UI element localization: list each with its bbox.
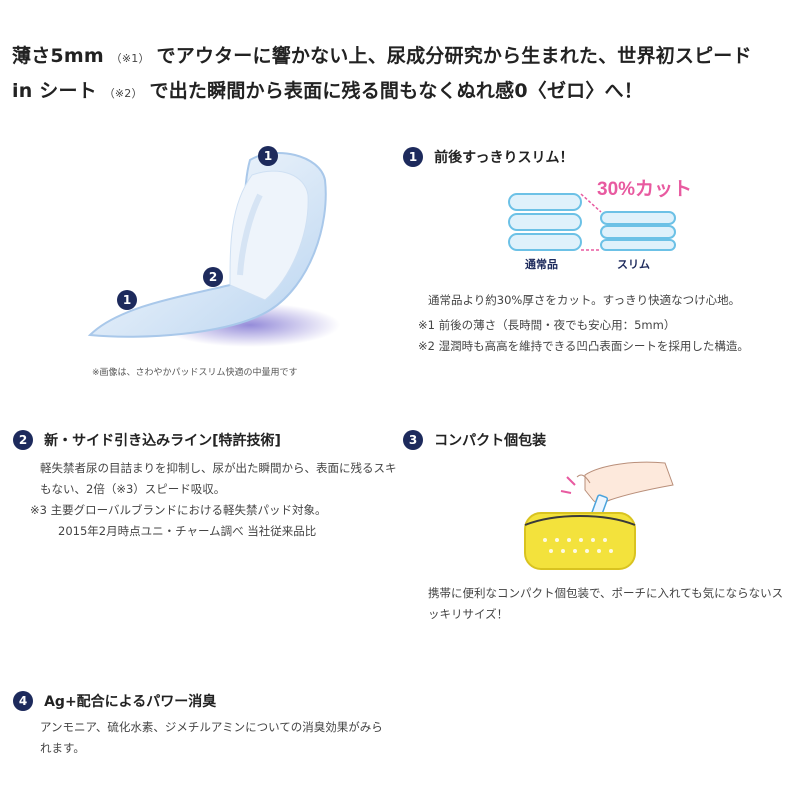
slim-label: スリム [617,258,650,271]
headline: 薄さ5mm （※1） でアウターに響かない上、尿成分研究から生まれた、世界初スピ… [12,40,792,110]
marker-1-top: 1 [258,146,278,166]
section-1-body: 通常品より約30%厚さをカット。すっきり快適なつけ心地。 [428,293,741,307]
headline-line2-a: in シート [12,80,97,102]
headline-line1-a: 薄さ5mm [12,45,104,67]
section-2-note-a: ※3 主要グローバルブランドにおける軽失禁パッド対象。 [30,503,327,517]
section-4-number: 4 [13,690,33,711]
section-4-body: アンモニア、硫化水素、ジメチルアミンについての消臭効果がみられます。 [40,720,383,755]
headline-note-2: （※2） [103,87,143,100]
marker-2: 2 [203,267,223,287]
regular-label: 通常品 [525,258,558,271]
section-2-body: 軽失禁者尿の目詰まりを抑制し、尿が出た瞬間から、表面に残るスキもない、2倍（※3… [40,461,397,496]
headline-line1-b: でアウターに響かない上、尿成分研究から生まれた、世界初スピード [156,45,752,67]
pouch-illustration [515,455,675,575]
thickness-diagram: 30%カット 通常品 スリム [505,172,695,274]
headline-note-1: （※1） [110,52,150,65]
headline-line2-b: で出た瞬間から表面に残る間もなくぬれ感0〈ゼロ〉へ！ [149,80,643,102]
section-1-note-2: ※2 湿潤時も高高を維持できる凹凸表面シートを採用した構造。 [418,339,749,353]
section-3-body: 携帯に便利なコンパクト個包装で、ポーチに入れても気にならないスッキリサイズ！ [428,586,784,621]
pad-illustration [87,152,340,347]
section-2-note-b: 2015年2月時点ユニ・チャーム調べ 当社従来品比 [58,524,317,538]
section-3-heading: 3 コンパクト個包装 [403,429,546,450]
section-3-title: コンパクト個包装 [434,432,547,449]
section-1-number: 1 [403,146,423,167]
thickness-diagram-graphic [508,193,676,251]
section-1-title: 前後すっきりスリム！ [434,149,574,166]
section-3-number: 3 [403,429,423,450]
section-1-note-1: ※1 前後の薄さ（長時間・夜でも安心用：5mm） [418,318,676,332]
section-4-title: Ag+配合によるパワー消臭 [44,693,217,710]
section-4-heading: 4 Ag+配合によるパワー消臭 [13,690,216,711]
section-2-number: 2 [13,429,33,450]
image-caption: ※画像は、さわやかパッドスリム快適の中量用です [92,368,298,378]
section-1-heading: 1 前後すっきりスリム！ [403,146,574,167]
section-2-title: 新・サイド引き込みライン[特許技術] [44,432,281,449]
cut-label: 30%カット [597,179,693,200]
section-2-heading: 2 新・サイド引き込みライン[特許技術] [13,429,281,450]
product-image: 1 2 1 [80,135,340,355]
hand-and-pouch-graphic [524,461,674,570]
marker-1-bottom: 1 [117,290,137,310]
